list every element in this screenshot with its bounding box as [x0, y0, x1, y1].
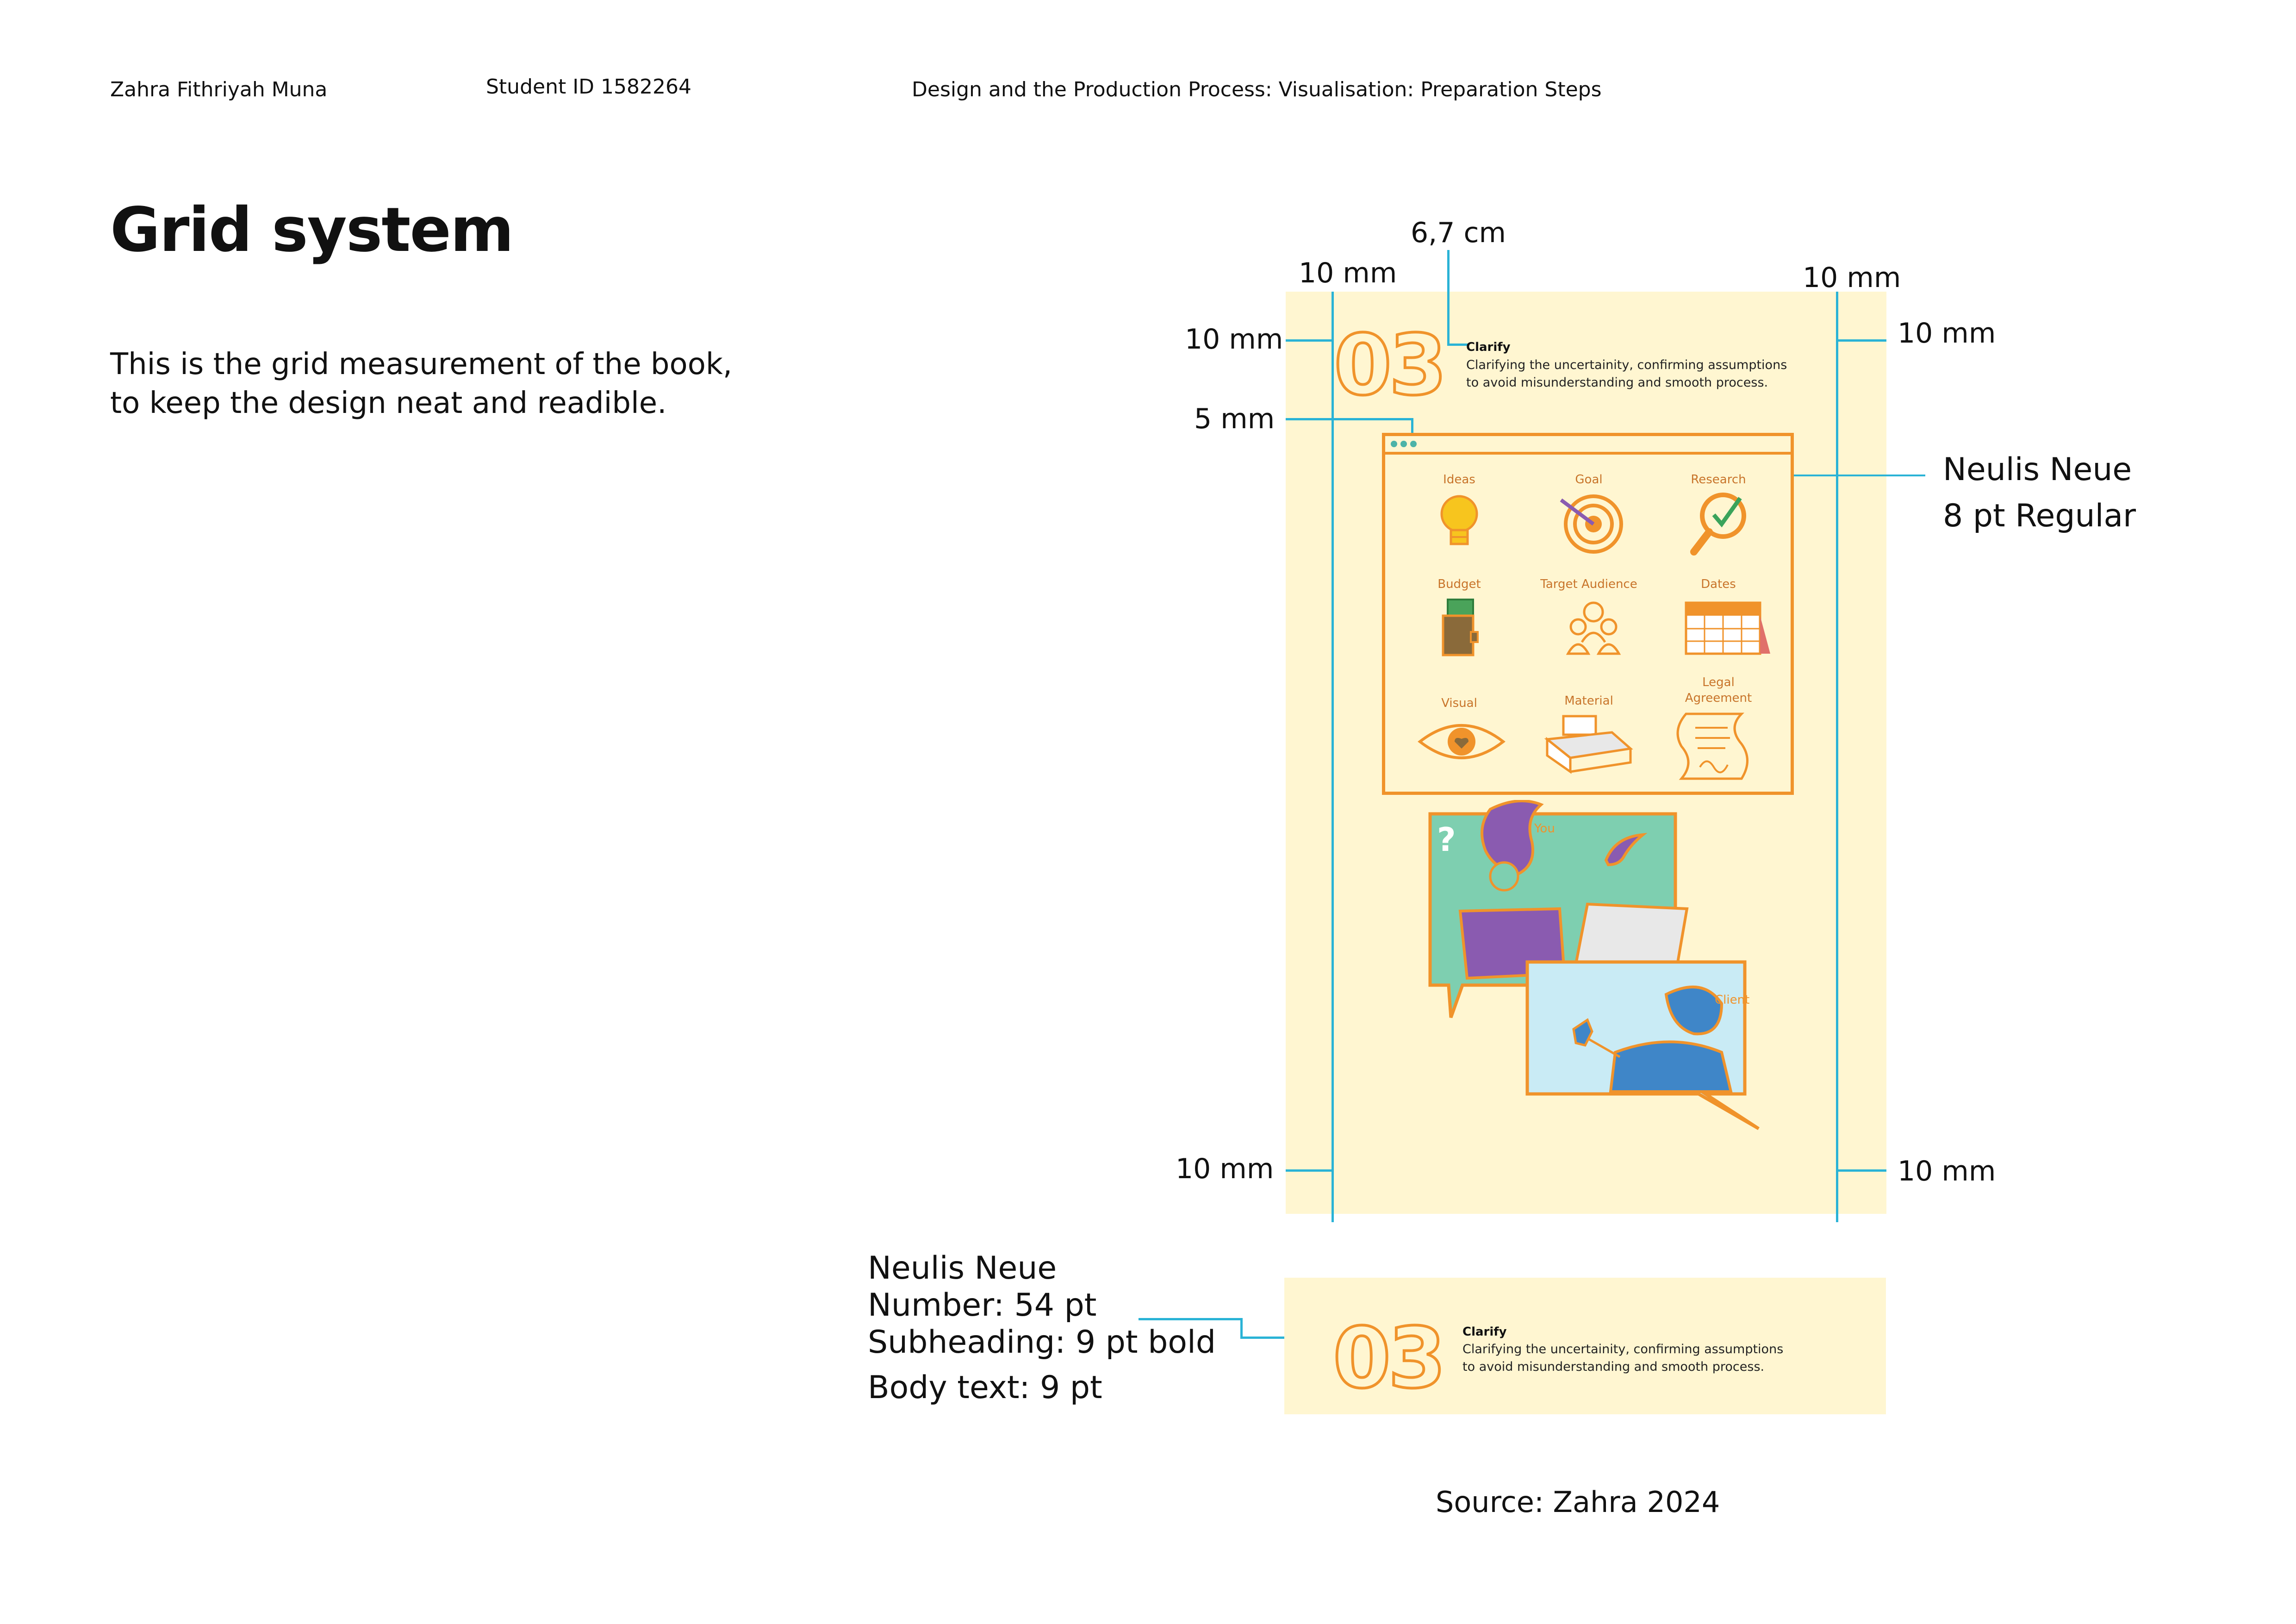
section-body-line: Clarifying the uncertainity, confirming …: [1466, 358, 1787, 372]
margin-right-measure: 10 mm: [1803, 262, 1901, 294]
window-dot: [1410, 441, 1417, 447]
you-label: You: [1534, 822, 1555, 836]
page-title: Grid system: [110, 194, 514, 266]
icon-font-note: Neulis Neue 8 pt Regular: [1943, 447, 2136, 539]
wallet-money-icon: [1442, 599, 1479, 656]
printer-icon: [1544, 715, 1633, 774]
width-pointer-foot: [1447, 344, 1468, 346]
icon-label-research: Research: [1691, 473, 1746, 487]
sample-body-line: to avoid misunderstanding and smooth pro…: [1462, 1360, 1765, 1374]
section-body: Clarifying the uncertainity, confirming …: [1466, 356, 1787, 392]
icon-label-legal-agreement: Legal Agreement: [1685, 675, 1752, 705]
target-icon: [1560, 494, 1623, 554]
icon-label-goal: Goal: [1575, 473, 1603, 487]
icon-label-visual: Visual: [1441, 696, 1477, 710]
left-margin-guide: [1332, 292, 1334, 1222]
margin-left-measure: 10 mm: [1299, 257, 1397, 289]
you-client-illustration: ? You Client: [1428, 800, 1760, 1131]
bottom-right-tick: [1838, 1169, 1886, 1172]
intro-line: This is the grid measurement of the book…: [110, 347, 733, 381]
window-dot: [1400, 441, 1407, 447]
icon-window: Ideas Goal Research Budget Target Audien…: [1382, 433, 1794, 795]
student-id: Student ID 1582264: [486, 75, 691, 99]
type-spec-font: Neulis Neue: [868, 1250, 1057, 1287]
eye-heart-icon: [1418, 724, 1506, 759]
width-pointer-line: [1447, 250, 1450, 345]
icon-label-budget: Budget: [1437, 577, 1481, 591]
top-right-tick: [1838, 339, 1886, 342]
section-number: 03: [1332, 317, 1448, 414]
icon-label-material: Material: [1564, 694, 1613, 708]
source-caption: Source: Zahra 2024: [1436, 1485, 1720, 1519]
section-body-line: to avoid misunderstanding and smooth pro…: [1466, 375, 1768, 390]
sample-body-line: Clarifying the uncertainity, confirming …: [1462, 1342, 1784, 1356]
contract-icon: [1676, 712, 1748, 780]
calendar-icon: [1685, 601, 1770, 655]
client-label: Client: [1715, 993, 1749, 1007]
window-title-bar: [1385, 436, 1791, 455]
gap-tick-down: [1411, 418, 1413, 441]
question-mark: ?: [1437, 821, 1456, 859]
bottom-left-tick: [1286, 1169, 1332, 1172]
sample-body: Clarifying the uncertainity, confirming …: [1462, 1341, 1783, 1376]
top-left-tick: [1286, 339, 1332, 342]
icon-label-ideas: Ideas: [1443, 473, 1475, 487]
icon-label-dates: Dates: [1701, 577, 1736, 591]
spec-pointer-line: [1139, 1318, 1243, 1320]
people-group-icon: [1566, 601, 1621, 655]
gap-measure: 5 mm: [1194, 403, 1275, 435]
magnifier-check-icon: [1690, 493, 1746, 556]
margin-top-left-measure: 10 mm: [1185, 323, 1283, 356]
intro-line: to keep the design neat and readible.: [110, 386, 667, 420]
author-name: Zahra Fithriyah Muna: [110, 78, 328, 101]
sample-strip: [1284, 1278, 1886, 1414]
type-spec-body: Body text: 9 pt: [868, 1369, 1102, 1406]
icon-font-pointer: [1749, 475, 1925, 476]
margin-bottom-left-measure: 10 mm: [1176, 1153, 1274, 1185]
sample-number: 03: [1332, 1310, 1447, 1407]
lightbulb-icon: [1440, 495, 1478, 545]
icon-font-name: Neulis Neue: [1943, 451, 2132, 488]
type-spec-number: Number: 54 pt: [868, 1287, 1097, 1324]
spec-pointer-down: [1240, 1318, 1243, 1339]
width-measure: 6,7 cm: [1411, 217, 1506, 249]
type-spec-subheading: Subheading: 9 pt bold: [868, 1324, 1216, 1361]
margin-top-right-measure: 10 mm: [1898, 317, 1996, 350]
intro-text: This is the grid measurement of the book…: [110, 345, 732, 423]
course-title: Design and the Production Process: Visua…: [912, 78, 1602, 101]
icon-font-spec: 8 pt Regular: [1943, 498, 2136, 534]
sample-title: Clarify: [1462, 1325, 1507, 1339]
right-margin-guide: [1836, 292, 1838, 1222]
section-title: Clarify: [1466, 340, 1511, 354]
icon-label-target-audience: Target Audience: [1540, 577, 1637, 591]
gap-tick: [1286, 418, 1413, 420]
margin-bottom-right-measure: 10 mm: [1898, 1155, 1996, 1187]
type-spec: Neulis Neue Number: 54 pt Subheading: 9 …: [868, 1250, 1216, 1406]
window-dot: [1391, 441, 1397, 447]
